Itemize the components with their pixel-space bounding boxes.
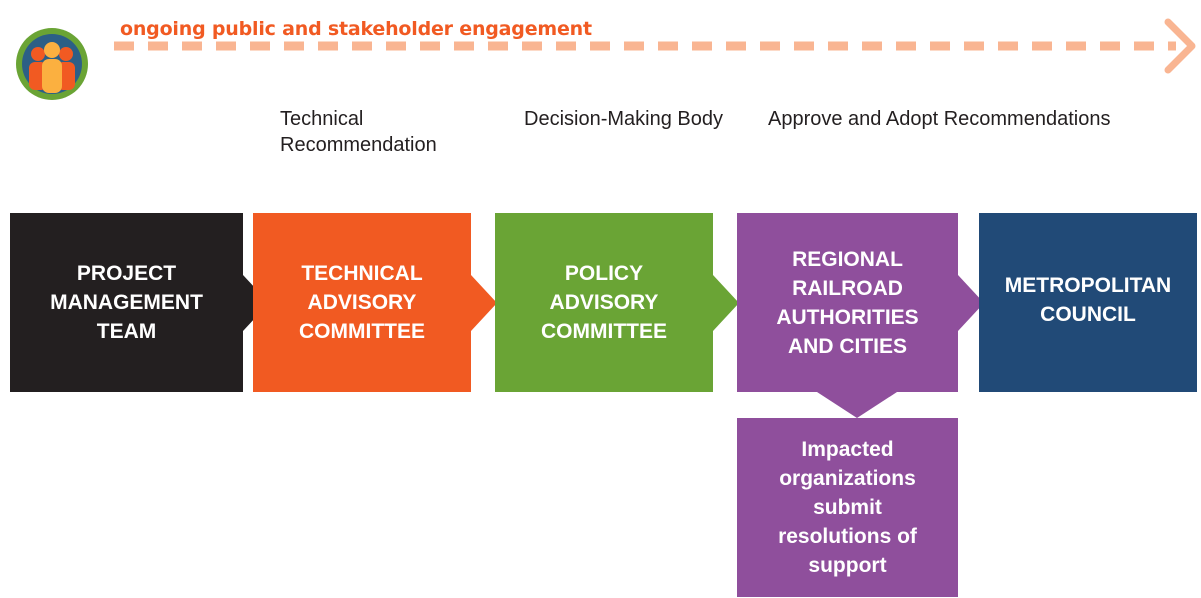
box-technical-advisory-committee: TECHNICAL ADVISORY COMMITTEE <box>253 213 471 392</box>
caption-technical-recommendation: Technical Recommendation <box>280 108 437 156</box>
box-label: PROJECT MANAGEMENT TEAM <box>50 262 203 343</box>
box-policy-advisory-committee: POLICY ADVISORY COMMITTEE <box>495 213 713 392</box>
box-metropolitan-council: METROPOLITAN COUNCIL <box>979 213 1197 392</box>
sub-box-label: Impacted organizations submit resolution… <box>778 438 917 577</box>
box-label: METROPOLITAN COUNCIL <box>1004 274 1172 326</box>
people-group-icon <box>16 28 88 100</box>
engagement-arrow <box>114 18 1196 74</box>
caption-decision-making-body: Decision-Making Body <box>524 108 723 130</box>
engagement-title: ongoing public and stakeholder engagemen… <box>120 18 592 40</box>
caption-approve-adopt: Approve and Adopt Recommendations <box>768 108 1111 130</box>
connector-arrow <box>471 275 497 331</box>
box-impacted-organizations: Impacted organizations submit resolution… <box>737 418 958 597</box>
sub-box-pointer <box>817 392 897 418</box>
box-label: POLICY ADVISORY COMMITTEE <box>541 262 667 343</box>
box-label: TECHNICAL ADVISORY COMMITTEE <box>299 262 425 343</box>
box-regional-railroad-authorities: REGIONAL RAILROAD AUTHORITIES AND CITIES <box>737 213 958 392</box>
box-label: REGIONAL RAILROAD AUTHORITIES AND CITIES <box>776 247 919 358</box>
box-project-management-team: PROJECT MANAGEMENT TEAM <box>10 213 243 392</box>
connector-arrow <box>713 275 739 331</box>
